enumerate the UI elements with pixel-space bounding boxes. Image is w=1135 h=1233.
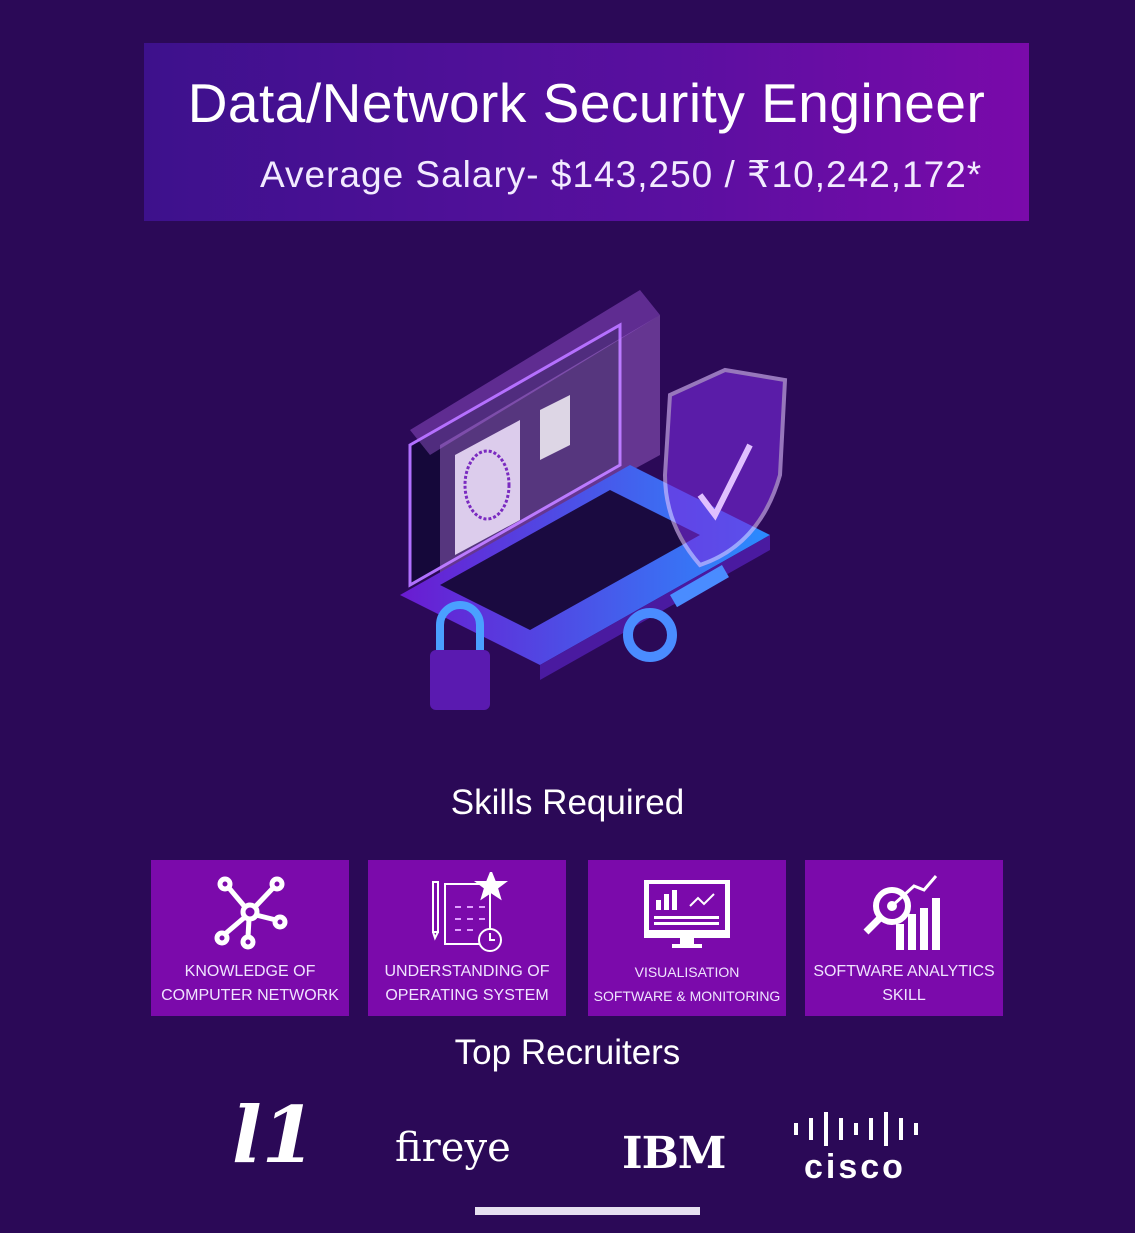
title-banner: Data/Network Security Engineer Average S… [144, 43, 1029, 221]
home-indicator [475, 1207, 700, 1215]
monitor-chart-icon [644, 880, 730, 948]
checklist-icon [432, 872, 508, 952]
skills-heading: Skills Required [450, 783, 685, 822]
network-icon [214, 876, 288, 950]
analytics-icon [863, 875, 940, 950]
recruiters-heading: Top Recruiters [454, 1033, 681, 1072]
page-title: Data/Network Security Engineer [187, 72, 986, 134]
cisco-logo: cisco [804, 1148, 906, 1186]
l1-logo: l1 [232, 1090, 316, 1181]
security-laptop-illustration [400, 290, 788, 710]
fireye-logo: fireye [395, 1125, 511, 1171]
cisco-bars-icon [794, 1112, 924, 1146]
average-salary: Average Salary- $143,250 / ₹10,242,172* [260, 154, 983, 195]
ibm-logo: IBM [622, 1128, 726, 1179]
